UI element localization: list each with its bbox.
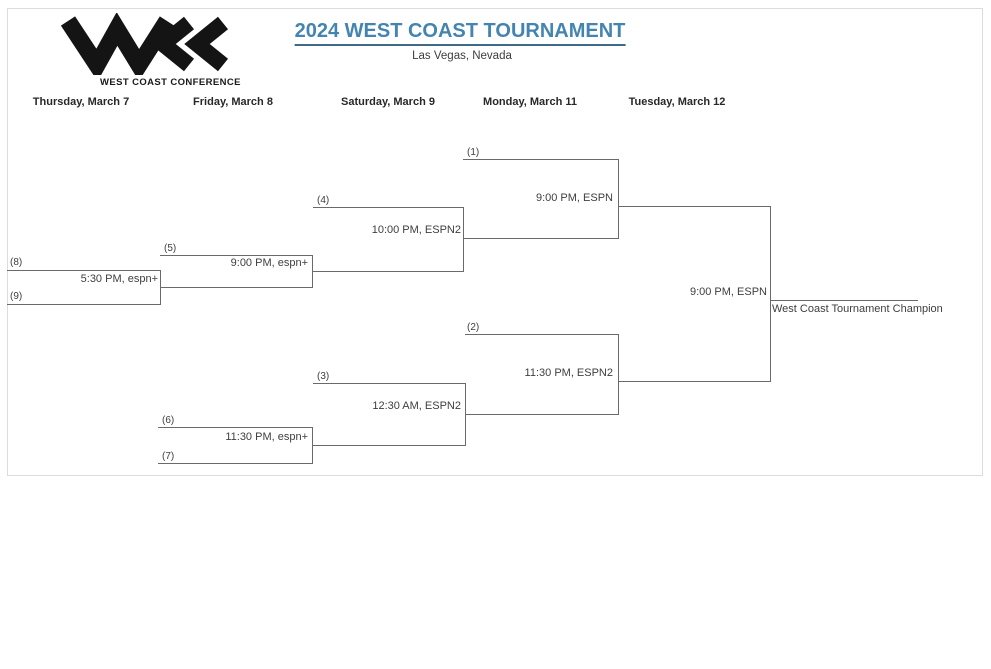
column-header-friday: Friday, March 8: [193, 96, 273, 108]
semifinal-2-connector: [618, 334, 619, 415]
semifinal-2-time: 11:30 PM, ESPN2: [524, 367, 613, 379]
semifinal-1-winner-line: [618, 206, 770, 207]
seed1-line: [463, 159, 618, 160]
seed6-line: [158, 427, 312, 428]
game-4-connector: [463, 207, 464, 272]
seed-7-label: (7): [162, 451, 175, 462]
seed-6-label: (6): [162, 415, 175, 426]
seed-8-label: (8): [10, 257, 23, 268]
page-border: [7, 8, 983, 476]
game-5-winner-line: [312, 271, 463, 272]
seed9-line: [7, 304, 160, 305]
seed-2-label: (2): [467, 322, 480, 333]
game-8v9-winner-line: [160, 287, 312, 288]
seed-9-label: (9): [10, 291, 23, 302]
column-header-monday: Monday, March 11: [483, 96, 577, 108]
column-header-thursday: Thursday, March 7: [32, 96, 130, 108]
column-header-saturday: Saturday, March 9: [341, 96, 435, 108]
seed3-line: [313, 383, 465, 384]
game-6v7-time: 11:30 PM, espn+: [225, 431, 308, 443]
semifinal-1-time: 9:00 PM, ESPN: [535, 192, 613, 204]
game-3-winner-line: [465, 414, 618, 415]
wcc-logo-icon: [60, 13, 229, 75]
championship-time: 9:00 PM, ESPN: [689, 286, 767, 298]
game-5-time: 9:00 PM, espn+: [230, 257, 308, 269]
semifinal-1-connector: [618, 159, 619, 239]
seed2-line: [465, 334, 618, 335]
page-title: 2024 WEST COAST TOURNAMENT: [294, 20, 626, 46]
game-6v7-winner-line: [312, 445, 465, 446]
logo-caption: WEST COAST CONFERENCE: [100, 77, 241, 88]
semifinal-2-winner-line: [618, 381, 770, 382]
game-4-time: 10:00 PM, ESPN2: [371, 224, 461, 236]
page-subtitle: Las Vegas, Nevada: [412, 50, 512, 62]
seed4-line: [313, 207, 463, 208]
game-8v9-time: 5:30 PM, espn+: [80, 273, 158, 285]
championship-connector: [770, 206, 771, 382]
seed-4-label: (4): [317, 195, 330, 206]
champion-label: West Coast Tournament Champion: [772, 303, 943, 315]
champion-line: [770, 300, 918, 301]
game-3-time: 12:30 AM, ESPN2: [372, 400, 461, 412]
seed-3-label: (3): [317, 371, 330, 382]
seed8-line: [7, 270, 160, 271]
seed-5-label: (5): [164, 243, 177, 254]
column-header-tuesday: Tuesday, March 12: [628, 96, 726, 108]
seed5-line: [160, 255, 312, 256]
seed-1-label: (1): [467, 147, 480, 158]
seed7-line: [158, 463, 312, 464]
game-4-winner-line: [463, 238, 618, 239]
